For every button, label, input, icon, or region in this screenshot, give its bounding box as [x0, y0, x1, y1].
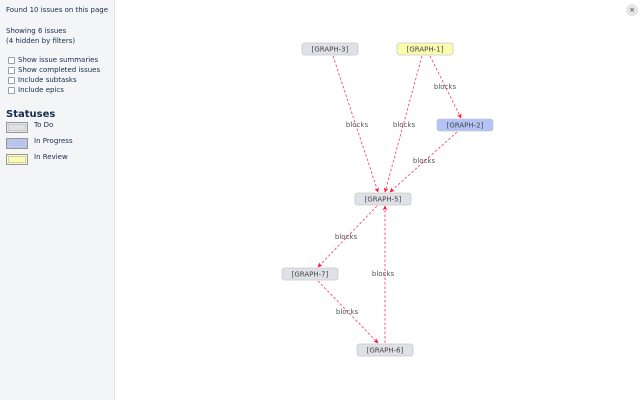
- node-graph-3[interactable]: [GRAPH-3]: [301, 42, 359, 56]
- statuses-heading: Statuses: [6, 109, 56, 120]
- node-box[interactable]: [301, 42, 359, 56]
- legend-label: To Do: [34, 121, 54, 129]
- checkbox[interactable]: [8, 66, 15, 74]
- checkbox[interactable]: [8, 76, 15, 84]
- node-graph-1[interactable]: [GRAPH-1]: [396, 42, 454, 56]
- node-graph-5[interactable]: [GRAPH-5]: [354, 192, 412, 206]
- option-label: Show completed issues: [18, 66, 101, 74]
- status-swatch: [6, 138, 28, 149]
- node-label: [GRAPH-1]: [407, 46, 444, 54]
- edge-label: blocks: [346, 121, 369, 129]
- node-box[interactable]: [281, 267, 339, 281]
- edge-label: blocks: [372, 270, 395, 278]
- option-show-issue-summaries[interactable]: Show issue summaries: [8, 55, 100, 65]
- option-label: Show issue summaries: [18, 56, 99, 64]
- option-include-epics[interactable]: Include epics: [8, 85, 100, 95]
- showing-count: Showing 6 issues (4 hidden by filters): [6, 26, 75, 46]
- edge-graph-6-to-graph-5: blocks: [372, 205, 395, 343]
- found-count: Found 10 issues on this page: [6, 6, 109, 14]
- edge-graph-3-to-graph-5: blocks: [332, 55, 379, 193]
- legend-item-in-progress: In Progress: [6, 137, 73, 153]
- sidebar: Found 10 issues on this page Showing 6 i…: [0, 0, 115, 400]
- edge-graph-2-to-graph-5: blocks: [389, 131, 458, 193]
- checkbox[interactable]: [8, 56, 15, 64]
- legend-item-in-review: In Review: [6, 153, 73, 169]
- node-label: [GRAPH-2]: [447, 122, 484, 130]
- node-graph-6[interactable]: [GRAPH-6]: [356, 343, 414, 357]
- status-swatch: [6, 122, 28, 133]
- node-box[interactable]: [396, 42, 454, 56]
- close-button[interactable]: ×: [626, 4, 638, 16]
- option-label: Include subtasks: [18, 76, 77, 84]
- node-box[interactable]: [436, 118, 494, 132]
- status-swatch: [6, 154, 28, 165]
- status-legend: To Do In Progress In Review: [6, 121, 73, 169]
- node-box[interactable]: [354, 192, 412, 206]
- legend-label: In Progress: [34, 137, 73, 145]
- node-label: [GRAPH-7]: [292, 271, 329, 279]
- option-show-completed-issues[interactable]: Show completed issues: [8, 65, 100, 75]
- edge-label: blocks: [393, 121, 416, 129]
- option-include-subtasks[interactable]: Include subtasks: [8, 75, 100, 85]
- edge-label: blocks: [336, 308, 359, 316]
- filter-options: Show issue summaries Show completed issu…: [8, 55, 100, 95]
- showing-text: Showing 6 issues: [6, 27, 67, 35]
- edge-line: [389, 131, 458, 193]
- edge-graph-1-to-graph-5: blocks: [383, 55, 423, 193]
- legend-label: In Review: [34, 153, 68, 161]
- legend-item-todo: To Do: [6, 121, 73, 137]
- edge-line: [317, 280, 379, 344]
- node-label: [GRAPH-3]: [312, 46, 349, 54]
- edge-graph-5-to-graph-7: blocks: [317, 205, 378, 268]
- node-graph-7[interactable]: [GRAPH-7]: [281, 267, 339, 281]
- node-graph-2[interactable]: [GRAPH-2]: [436, 118, 494, 132]
- edge-label: blocks: [413, 157, 436, 165]
- node-label: [GRAPH-5]: [365, 196, 402, 204]
- edge-line: [332, 55, 379, 193]
- hidden-text: (4 hidden by filters): [6, 37, 76, 45]
- edge-label: blocks: [335, 233, 358, 241]
- edge-graph-1-to-graph-2: blocks: [429, 55, 462, 119]
- edge-line: [317, 205, 378, 268]
- edge-graph-7-to-graph-6: blocks: [317, 280, 379, 344]
- option-label: Include epics: [18, 86, 64, 94]
- checkbox[interactable]: [8, 86, 15, 94]
- node-label: [GRAPH-6]: [367, 347, 404, 355]
- node-box[interactable]: [356, 343, 414, 357]
- edge-label: blocks: [434, 83, 457, 91]
- edge-line: [383, 55, 423, 193]
